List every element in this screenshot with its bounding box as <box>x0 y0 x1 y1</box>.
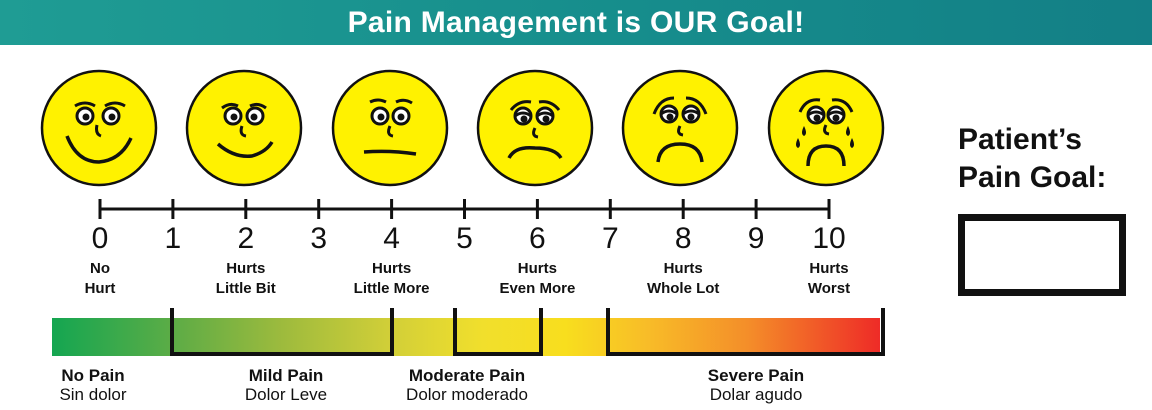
moderate-pain-bracket <box>453 308 543 356</box>
face-description-line2: Little More <box>353 280 430 297</box>
face-description-line1: Hurts <box>372 260 412 277</box>
scale-number-5: 5 <box>456 222 473 255</box>
face-description-line1: Hurts <box>226 260 266 277</box>
scale-number-9: 9 <box>747 222 765 255</box>
face-description-line1: Hurts <box>517 260 557 277</box>
face-description-line2: Little Bit <box>215 280 276 297</box>
face-description-line2: Whole Lot <box>646 280 720 297</box>
mild-pain-bracket <box>170 308 394 356</box>
severe-pain-bracket <box>606 308 885 356</box>
pain-goal-input-box[interactable] <box>958 214 1126 296</box>
banner-title: Pain Management is OUR Goal! <box>347 5 805 39</box>
category-no-pain: No Pain Sin dolor <box>59 366 127 404</box>
face-description-line1: Hurts <box>809 260 849 277</box>
face-0-icon <box>40 69 158 187</box>
category-severe-pain: Severe Pain Dolar agudo <box>707 366 805 404</box>
face-description-line2: Hurt <box>84 280 116 297</box>
category-mild-pain: Mild Pain Dolor Leve <box>244 366 328 404</box>
scale-ticks <box>98 199 831 219</box>
face-4-icon <box>331 69 449 187</box>
face-description-line2: Worst <box>807 280 851 297</box>
face-description-line1: Hurts <box>663 260 703 277</box>
face-description-line2: Even More <box>499 280 576 297</box>
category-moderate-pain: Moderate Pain Dolor moderado <box>406 366 528 404</box>
face-10-icon <box>767 69 885 187</box>
face-6-icon <box>476 69 594 187</box>
face-description-line1: No <box>90 260 110 277</box>
scale-number-6: 6 <box>529 222 546 255</box>
scale-number-4: 4 <box>383 222 400 255</box>
scale-number-3: 3 <box>310 222 328 255</box>
pain-goal-label: Patient’s Pain Goal: <box>958 123 1107 194</box>
scale-number-1: 1 <box>164 222 182 255</box>
banner: Pain Management is OUR Goal! <box>0 0 1152 45</box>
scale-number-7: 7 <box>601 222 619 255</box>
face-8-icon <box>621 69 739 187</box>
scale-number-8: 8 <box>674 222 692 255</box>
pain-gradient-bar <box>52 318 880 356</box>
scale-number-10: 10 <box>812 222 846 255</box>
scale-number-0: 0 <box>91 222 109 255</box>
face-2-icon <box>185 69 303 187</box>
scale-number-2: 2 <box>237 222 255 255</box>
